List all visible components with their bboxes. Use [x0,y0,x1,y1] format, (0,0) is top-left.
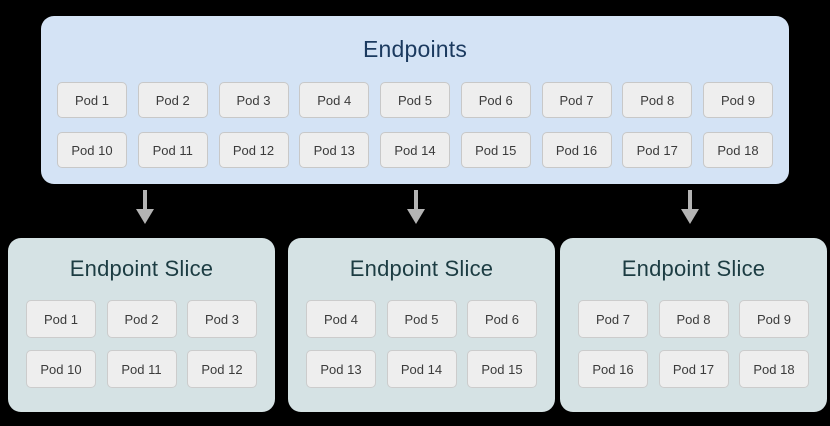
endpoint-slice-title: Endpoint Slice [69,256,214,281]
pod-chip: Pod 5 [386,300,457,338]
endpoint-slice-panel: Endpoint Slice Pod 7 Pod 8 Pod 9 Pod 16 … [560,238,827,412]
pod-chip: Pod 5 [380,82,450,118]
pod-chip: Pod 1 [57,82,127,118]
pod-chip: Pod 16 [541,132,612,168]
pod-chip: Pod 12 [187,350,257,388]
pod-chip: Pod 4 [299,82,370,118]
pod-chip: Pod 10 [57,132,127,168]
pod-chip: Pod 17 [622,132,693,168]
endpoints-pod-row: Pod 10 Pod 11 Pod 12 Pod 13 Pod 14 Pod 1… [57,132,773,168]
slice-pod-row: Pod 10 Pod 11 Pod 12 [26,350,257,388]
pod-chip: Pod 15 [467,350,537,388]
pod-chip: Pod 4 [306,300,376,338]
arrow-shaft [688,190,692,211]
slice-pod-row: Pod 1 Pod 2 Pod 3 [26,300,257,338]
pod-chip: Pod 1 [26,300,96,338]
endpoint-slice-title: Endpoint Slice [349,256,494,281]
endpoints-pod-row: Pod 1 Pod 2 Pod 3 Pod 4 Pod 5 Pod 6 Pod … [57,82,773,118]
pod-chip: Pod 6 [460,82,531,118]
pod-chip: Pod 17 [658,350,729,388]
pod-chip: Pod 8 [658,300,729,338]
endpoints-panel: Endpoints Pod 1 Pod 2 Pod 3 Pod 4 Pod 5 … [41,16,789,184]
slice-pod-row: Pod 13 Pod 14 Pod 15 [306,350,537,388]
arrow-head [407,209,425,224]
pod-chip: Pod 9 [739,300,809,338]
down-arrow-icon [405,190,427,224]
pod-chip: Pod 7 [578,300,648,338]
pod-chip: Pod 18 [739,350,809,388]
pod-chip: Pod 13 [299,132,370,168]
pod-chip: Pod 2 [106,300,177,338]
pod-chip: Pod 14 [380,132,450,168]
slice-pod-row: Pod 16 Pod 17 Pod 18 [578,350,809,388]
slice-pod-row: Pod 4 Pod 5 Pod 6 [306,300,537,338]
pod-chip: Pod 18 [703,132,773,168]
down-arrow-icon [679,190,701,224]
pod-chip: Pod 16 [578,350,648,388]
down-arrow-icon [134,190,156,224]
pod-chip: Pod 7 [541,82,612,118]
arrow-head [681,209,699,224]
arrow-shaft [143,190,147,211]
pod-chip: Pod 11 [106,350,177,388]
arrow-head [136,209,154,224]
arrow-shaft [414,190,418,211]
pod-chip: Pod 15 [460,132,531,168]
slice-pod-row: Pod 7 Pod 8 Pod 9 [578,300,809,338]
endpoint-slice-title: Endpoint Slice [621,256,766,281]
pod-chip: Pod 3 [187,300,257,338]
pod-chip: Pod 2 [137,82,208,118]
pod-chip: Pod 11 [137,132,208,168]
endpoints-title: Endpoints [362,36,468,62]
pod-chip: Pod 10 [26,350,96,388]
pod-chip: Pod 12 [218,132,289,168]
endpoint-slice-panel: Endpoint Slice Pod 4 Pod 5 Pod 6 Pod 13 … [288,238,555,412]
pod-chip: Pod 9 [703,82,773,118]
pod-chip: Pod 13 [306,350,376,388]
endpoint-slice-panel: Endpoint Slice Pod 1 Pod 2 Pod 3 Pod 10 … [8,238,275,412]
pod-chip: Pod 6 [467,300,537,338]
pod-chip: Pod 14 [386,350,457,388]
pod-chip: Pod 3 [218,82,289,118]
pod-chip: Pod 8 [622,82,693,118]
